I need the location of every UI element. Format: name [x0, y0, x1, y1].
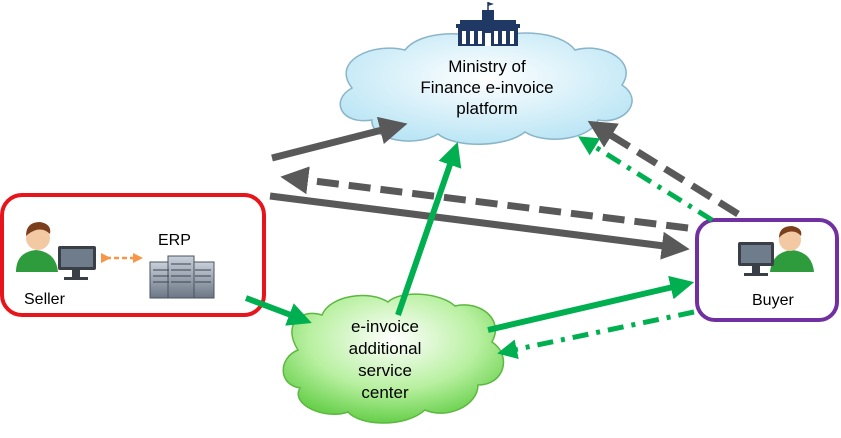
service-center-cloud: [282, 293, 505, 424]
ministry-label-line2: Finance e-invoice: [420, 78, 553, 97]
seller-to-ministry-arrow: [271, 116, 408, 162]
buyer-label: Buyer: [752, 292, 794, 309]
seller-to-service-center-arrow: [244, 295, 312, 326]
seller-box: [0, 193, 266, 317]
seller-to-buyer-arrow: [269, 192, 690, 260]
service-center-to-buyer-arrow: [487, 275, 695, 333]
buyer-to-service-center-dashdot-arrow: [497, 309, 695, 360]
service-center-to-ministry-arrow: [395, 142, 462, 316]
seller-person-icon: [16, 222, 96, 280]
service-center-label-line2: additional: [349, 339, 422, 358]
buyer-to-ministry-dashdot-arrow: [578, 136, 714, 223]
seller-label: Seller: [24, 291, 66, 308]
ministry-label-line3: platform: [456, 99, 517, 118]
buyer-to-ministry-dashed-arrow: [587, 120, 740, 217]
buyer-person-icon: [738, 226, 814, 276]
buyer-box: [695, 218, 839, 322]
ministry-label-line1: Ministry of: [448, 57, 526, 76]
server-rack-icon: [149, 255, 215, 299]
erp-label: ERP: [158, 232, 191, 249]
buyer-to-seller-dashed-arrow: [280, 166, 689, 232]
service-center-label-line3: service: [358, 361, 412, 380]
service-center-label-line1: e-invoice: [351, 317, 419, 336]
service-center-label-line4: center: [361, 383, 409, 402]
government-building-icon: [456, 2, 520, 46]
